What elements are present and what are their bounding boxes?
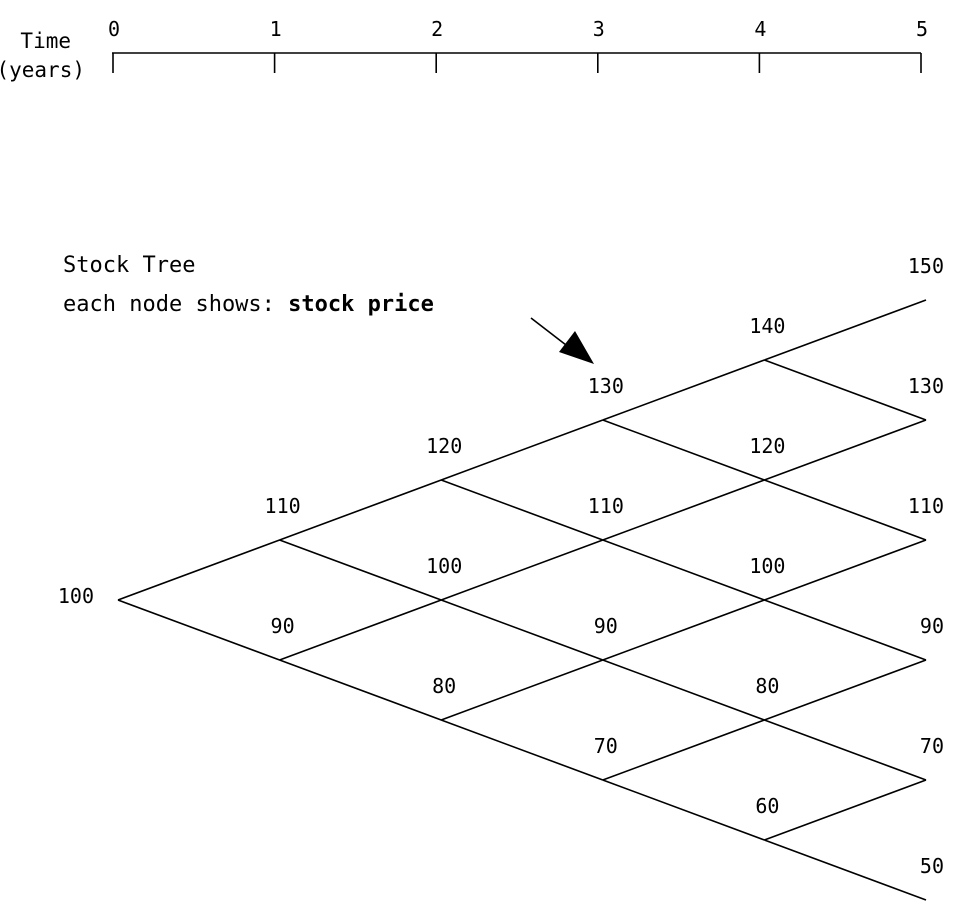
timeline-tick-label: 2: [431, 17, 443, 41]
tree-edge-down: [440, 719, 604, 781]
tree-node-value: 90: [271, 614, 295, 638]
tree-edge-up: [602, 599, 765, 661]
tree-edge-down: [440, 599, 604, 661]
time-axis-label-line2: (years): [0, 58, 85, 82]
tree-edge-up: [764, 419, 927, 481]
tree-edge-down: [279, 659, 442, 721]
tree-node-value: 80: [432, 674, 456, 698]
tree-node-value: 150: [908, 254, 944, 278]
tree-edge-up: [602, 719, 765, 781]
tree-edge-down: [440, 479, 604, 541]
tree-node-value: 90: [594, 614, 618, 638]
tree-node-value: 110: [908, 494, 944, 518]
tree-edge-down: [764, 359, 927, 421]
tree-edge-down: [117, 599, 280, 661]
tree-node-value: 50: [920, 854, 944, 878]
tree-node-value: 120: [749, 434, 785, 458]
tree-node-value: 90: [920, 614, 944, 638]
timeline: Time (years) 0 1 2 3 4 5: [0, 17, 928, 82]
time-axis-label-line1: Time: [20, 29, 71, 53]
tree-edge-down: [602, 419, 765, 481]
tree-edge-down: [602, 659, 765, 721]
tree-edge-up: [117, 539, 280, 601]
timeline-tick-label: 4: [754, 17, 766, 41]
annotation-arrow-shaft: [530, 317, 567, 346]
timeline-tick-label: 0: [108, 17, 120, 41]
tree-title: Stock Tree: [63, 253, 195, 278]
tree-edge-up: [764, 659, 927, 721]
tree-edge-up: [440, 419, 604, 481]
tree-node-labels: 100 110 90 120 100 80 130 110 90 70 140 120 100 80 60 1…: [58, 254, 944, 878]
timeline-ticks: 0 1 2 3 4 5: [108, 17, 928, 73]
tree-node-value: 100: [749, 554, 785, 578]
tree-edge-up: [602, 359, 765, 421]
tree-node-value: 110: [265, 494, 301, 518]
tree-node-value: 100: [58, 584, 94, 608]
tree-edge-up: [440, 659, 604, 721]
tree-edge-up: [764, 539, 927, 601]
tree-node-value: 70: [920, 734, 944, 758]
tree-node-value: 120: [426, 434, 462, 458]
tree-node-value: 80: [755, 674, 779, 698]
tree-node-value: 130: [908, 374, 944, 398]
timeline-tick-label: 1: [270, 17, 282, 41]
tree-edges: [117, 299, 927, 901]
tree-edge-up: [279, 479, 442, 541]
tree-node-value: 60: [755, 794, 779, 818]
annotation: Stock Tree each node shows: stock price: [63, 253, 594, 364]
tree-edge-down: [279, 539, 442, 601]
tree-edge-down: [764, 839, 927, 901]
tree-edge-up: [764, 299, 927, 361]
tree-edge-down: [602, 539, 765, 601]
tree-subtitle-emphasis: stock price: [288, 292, 434, 317]
tree-node-value: 110: [588, 494, 624, 518]
annotation-arrow-head: [559, 331, 594, 364]
tree-node-value: 100: [426, 554, 462, 578]
tree-subtitle: each node shows: stock price: [63, 292, 434, 317]
tree-edge-up: [764, 779, 927, 841]
timeline-tick-label: 3: [593, 17, 605, 41]
tree-edge-up: [279, 599, 442, 661]
tree-edge-down: [764, 719, 927, 781]
tree-subtitle-prefix: each node shows:: [63, 292, 288, 317]
tree-edge-up: [440, 539, 604, 601]
tree-edge-up: [602, 479, 765, 541]
tree-edge-down: [764, 479, 927, 541]
tree-node-value: 130: [588, 374, 624, 398]
timeline-tick-label: 5: [916, 17, 928, 41]
tree-node-value: 70: [594, 734, 618, 758]
tree-edge-down: [602, 779, 765, 841]
tree-node-value: 140: [749, 314, 785, 338]
tree-edge-down: [764, 599, 927, 661]
